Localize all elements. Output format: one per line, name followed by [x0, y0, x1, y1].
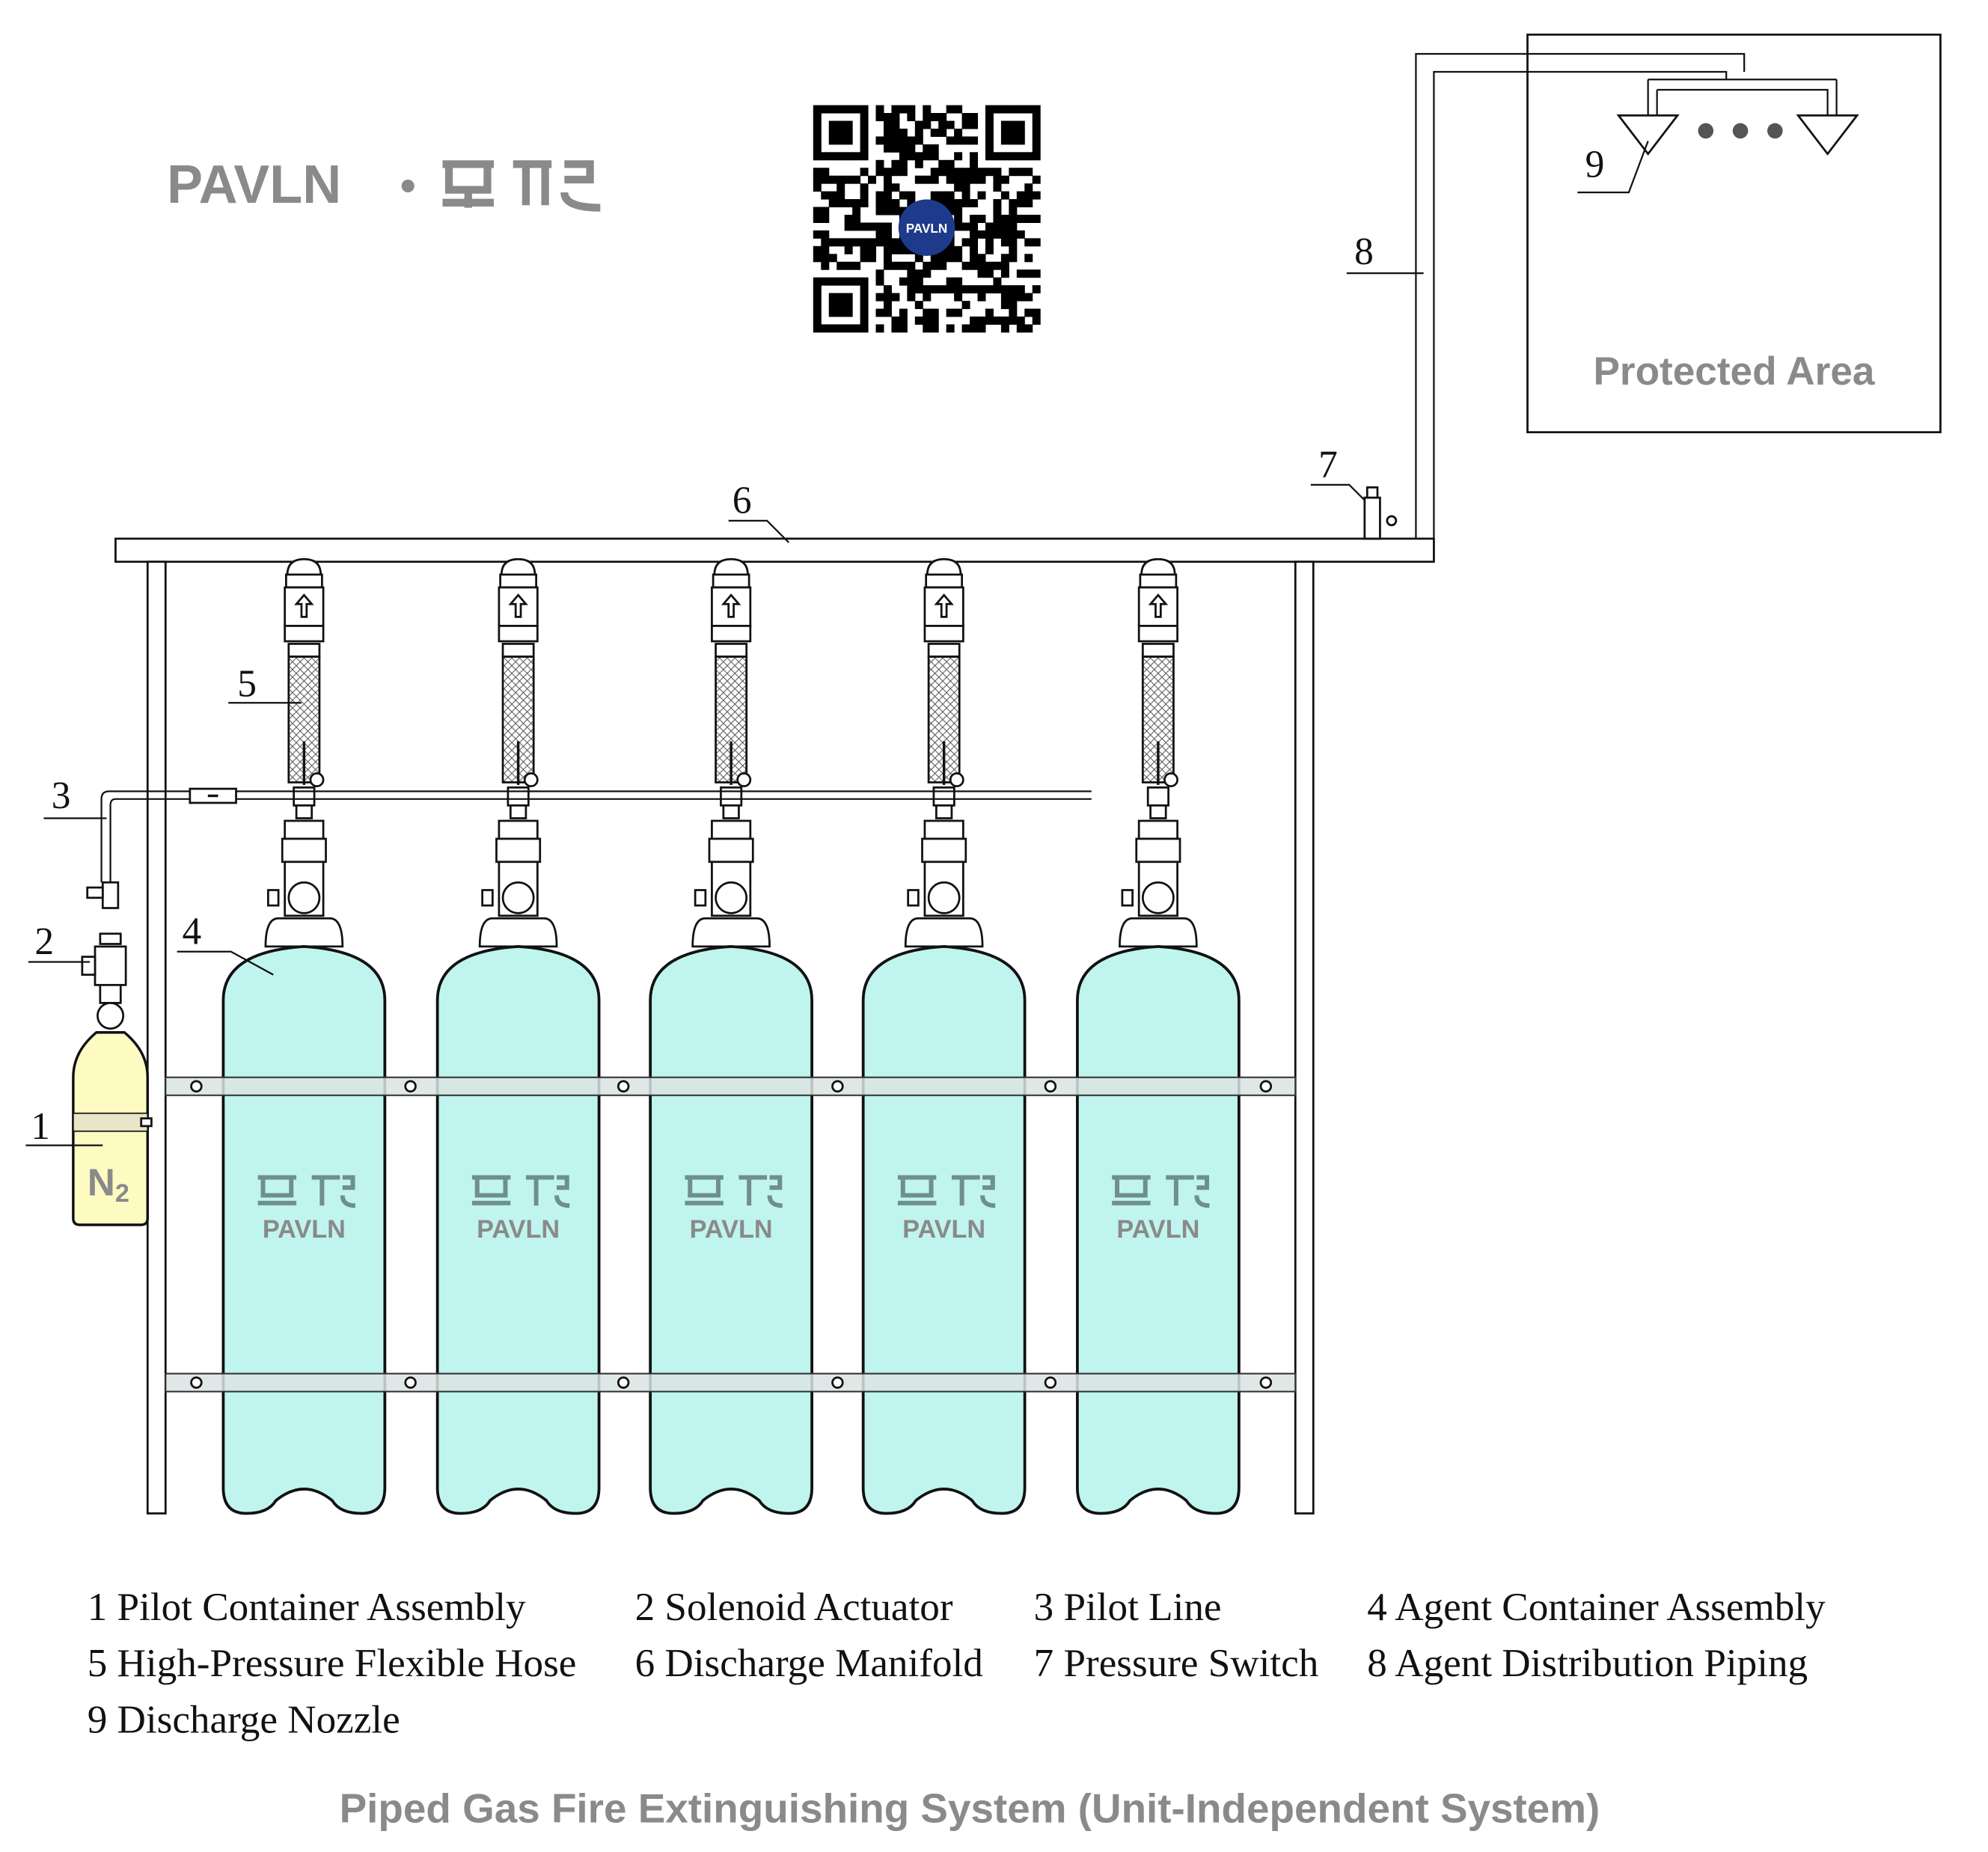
- frame-post-left: [146, 560, 167, 1515]
- callout-1: 1: [31, 1105, 50, 1148]
- callout-6: 6: [732, 480, 752, 522]
- legend-item: 3 Pilot Line: [1034, 1586, 1222, 1629]
- arrow-up-icon: [1148, 593, 1169, 618]
- logo-text: PAVLN: [167, 155, 341, 215]
- strap-bolt: [1259, 1376, 1273, 1389]
- legend-item: 5 High-Pressure Flexible Hose: [88, 1642, 577, 1685]
- strap-bolt: [831, 1080, 844, 1092]
- strap-bolt: [1259, 1080, 1273, 1092]
- qr-badge-text: PAVLN: [906, 221, 948, 236]
- qr-badge: [898, 199, 955, 256]
- strap-bolt: [617, 1080, 630, 1092]
- solenoid-actuator: [94, 945, 127, 986]
- strap-bolt: [404, 1080, 417, 1092]
- legend-item: 7 Pressure Switch: [1034, 1642, 1319, 1685]
- cylinder-brand-text: PAVLN: [263, 1215, 346, 1244]
- cylinder-brand-text: PAVLN: [690, 1215, 773, 1244]
- strap-bolt: [190, 1376, 203, 1389]
- cylinder-brand-text: PAVLN: [477, 1215, 560, 1244]
- callout-7: 7: [1318, 444, 1338, 486]
- strap-bolt: [831, 1376, 844, 1389]
- cylinder-brand-mark: [257, 1175, 356, 1208]
- agent-container: PAVLN: [1076, 557, 1241, 1515]
- strap-bolt: [404, 1376, 417, 1389]
- cylinder-brand-mark: [471, 1175, 570, 1208]
- callouts: 1 2 3 4 5 6 7 8 9: [25, 141, 1649, 1148]
- cylinder-brand-mark: [685, 1175, 783, 1208]
- pressure-switch: [1363, 486, 1398, 540]
- logo-dot: [401, 179, 415, 193]
- flexible-hose: [715, 655, 748, 783]
- strap-bolt: [1044, 1080, 1057, 1092]
- diagram-title: Piped Gas Fire Extinguishing System (Uni…: [340, 1785, 1600, 1832]
- cylinder-brand-text: PAVLN: [902, 1215, 985, 1244]
- callout-2: 2: [34, 920, 54, 963]
- callout-8: 8: [1354, 230, 1374, 273]
- agent-container: PAVLN: [649, 557, 813, 1515]
- cylinder-brand-mark: [1112, 1175, 1210, 1208]
- cylinder-brand-mark: [897, 1175, 996, 1208]
- agent-distribution-piping: [1415, 52, 1838, 562]
- strap-bolt: [190, 1080, 203, 1092]
- logo-chinese-mark: [442, 160, 601, 212]
- brand-logo: PAVLN: [167, 155, 601, 215]
- callout-5: 5: [237, 663, 257, 706]
- legend: 1 Pilot Container Assembly 2 Solenoid Ac…: [88, 1586, 1826, 1742]
- pilot-line: [100, 790, 1092, 883]
- protected-area-label: Protected Area: [1593, 349, 1874, 394]
- arrow-up-icon: [508, 593, 528, 618]
- cylinder-strap: [165, 1372, 1297, 1393]
- callout-9: 9: [1585, 144, 1605, 186]
- legend-item: 1 Pilot Container Assembly: [88, 1586, 526, 1629]
- frame-post-right: [1294, 560, 1315, 1515]
- agent-container: PAVLN: [861, 557, 1027, 1515]
- callout-3: 3: [52, 774, 71, 817]
- protected-area-box: [1526, 33, 1942, 433]
- pilot-container-assembly: N2: [72, 881, 153, 1226]
- arrow-up-icon: [721, 593, 741, 618]
- pilot-n2-label: N2: [88, 1160, 129, 1208]
- cylinder-brand-text: PAVLN: [1116, 1215, 1199, 1244]
- cylinder-strap: [165, 1076, 1297, 1096]
- cylinder-straps: [165, 1076, 1297, 1393]
- qr-code: PAVLN: [813, 105, 1041, 333]
- legend-item: 2 Solenoid Actuator: [635, 1586, 953, 1629]
- check-valve: [189, 787, 237, 804]
- discharge-manifold: [114, 537, 1435, 563]
- legend-item: 8 Agent Distribution Piping: [1367, 1642, 1808, 1685]
- arrow-up-icon: [934, 593, 954, 618]
- strap-bolt: [1044, 1376, 1057, 1389]
- arrow-up-icon: [294, 593, 314, 618]
- legend-item: 9 Discharge Nozzle: [88, 1699, 400, 1742]
- agent-container: PAVLN: [435, 557, 601, 1515]
- callout-4: 4: [183, 910, 202, 953]
- discharge-nozzle: [1616, 114, 1859, 156]
- agent-container-assemblies: PAVLN PAVLN PAVLN PAVLN PAVLN: [221, 557, 1241, 1515]
- legend-item: 6 Discharge Manifold: [635, 1642, 983, 1685]
- strap-bolt: [617, 1376, 630, 1389]
- legend-item: 4 Agent Container Assembly: [1367, 1586, 1826, 1629]
